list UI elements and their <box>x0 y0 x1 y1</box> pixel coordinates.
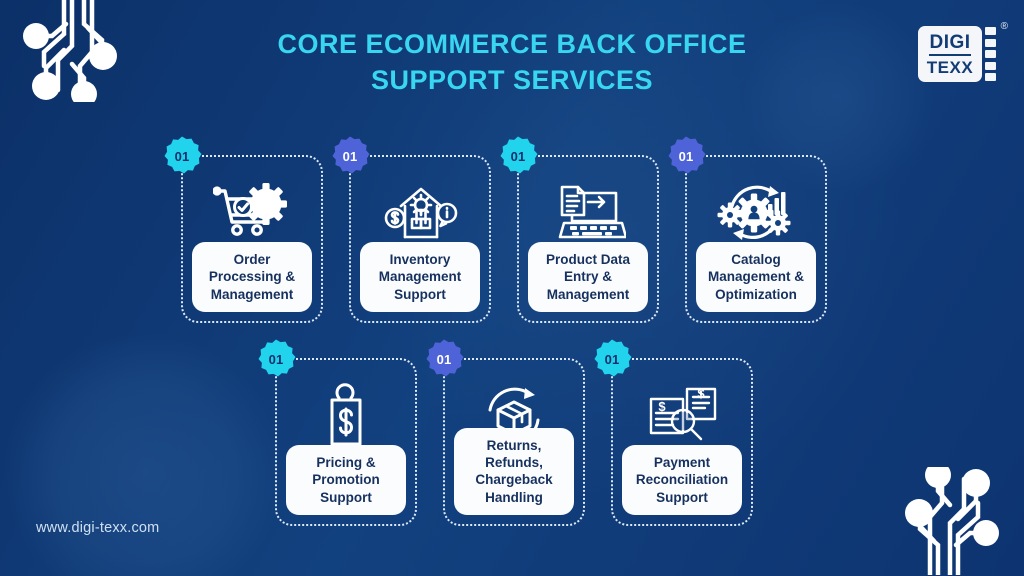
card-number-7: 01 <box>604 351 620 367</box>
service-card-3[interactable]: 01 <box>500 136 659 323</box>
website-url[interactable]: www.digi-texx.com <box>36 520 160 536</box>
gears-analytics-icon <box>687 173 825 253</box>
laptop-data-entry-icon <box>519 173 657 253</box>
card-number-4: 01 <box>678 148 694 164</box>
page-title-line-1: CORE ECOMMERCE BACK OFFICE <box>277 29 747 59</box>
card-label-2: Inventory Management Support <box>360 242 480 312</box>
svg-text:$: $ <box>658 399 666 414</box>
card-badge-4: 01 <box>665 135 707 177</box>
service-card-6[interactable]: 01 Returns, Refunds, Chargeback Handling <box>426 339 585 526</box>
price-tag-dollar-icon <box>277 376 415 456</box>
service-card-7[interactable]: 01 $ $ <box>594 339 753 526</box>
card-badge-1: 01 <box>161 135 203 177</box>
card-label-4: Catalog Management & Optimization <box>696 242 816 312</box>
shopping-cart-gear-icon <box>183 173 321 253</box>
service-card-2[interactable]: 01 <box>332 136 491 323</box>
registered-trademark-icon: ® <box>1000 21 1008 32</box>
card-badge-5: 01 <box>255 338 297 380</box>
card-number-2: 01 <box>342 148 358 164</box>
card-badge-3: 01 <box>497 135 539 177</box>
logo-squares-strip <box>985 26 998 82</box>
page-title-line-2: SUPPORT SERVICES <box>370 65 654 96</box>
card-label-5: Pricing & Promotion Support <box>286 445 406 515</box>
card-badge-2: 01 <box>329 135 371 177</box>
card-number-1: 01 <box>174 148 190 164</box>
service-card-5[interactable]: 01 Pricing & Promotion Support <box>258 339 417 526</box>
logo-plate: DIGI TEXX <box>918 26 982 82</box>
logo-text-texx: TEXX <box>926 57 974 77</box>
card-label-3: Product Data Entry & Management <box>528 242 648 312</box>
invoice-magnifier-icon: $ $ <box>613 376 751 456</box>
warehouse-inventory-icon <box>351 173 489 253</box>
service-card-1[interactable]: 01 <box>164 136 323 323</box>
card-badge-6: 01 <box>423 338 465 380</box>
circuit-decoration-bottom-right <box>896 462 1016 576</box>
card-label-1: Order Processing & Management <box>192 242 312 312</box>
card-number-3: 01 <box>510 148 526 164</box>
service-card-4[interactable]: 01 <box>668 136 827 323</box>
card-number-6: 01 <box>436 351 452 367</box>
card-badge-7: 01 <box>591 338 633 380</box>
card-number-5: 01 <box>268 351 284 367</box>
digitexx-logo[interactable]: DIGI TEXX ® <box>918 22 1008 82</box>
svg-text:$: $ <box>697 386 705 401</box>
card-label-6: Returns, Refunds, Chargeback Handling <box>454 427 574 515</box>
logo-text-digi: DIGI <box>929 33 971 56</box>
page-title: CORE ECOMMERCE BACK OFFICE SUPPORT SERVI… <box>0 26 1024 98</box>
card-label-7: Payment Reconciliation Support <box>622 445 742 515</box>
